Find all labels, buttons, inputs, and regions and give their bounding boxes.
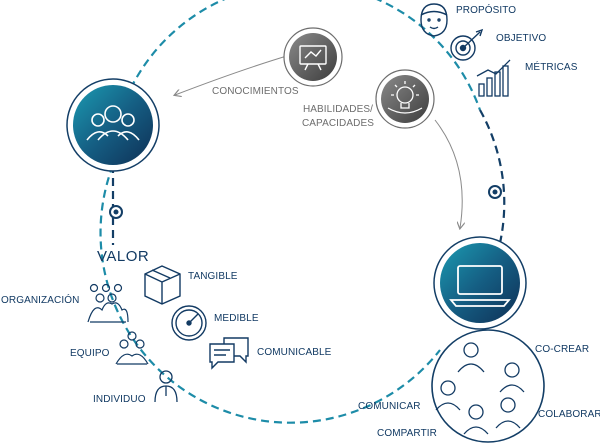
label-habilidades-line2: CAPACIDADES	[301, 118, 375, 129]
label-habilidades-line1: HABILIDADES/	[302, 104, 374, 115]
chat-icon	[209, 337, 249, 370]
ring-marker-left	[109, 205, 123, 219]
label-tangible: TANGIBLE	[188, 271, 238, 282]
label-comunicable: COMUNICABLE	[257, 347, 332, 358]
target-icon	[450, 28, 484, 61]
individual-icon	[154, 370, 178, 403]
gauge-icon	[171, 305, 207, 341]
label-co-crear: CO-CREAR	[535, 344, 590, 355]
person-icon-bottom-right	[495, 397, 521, 429]
label-objetivo: OBJETIVO	[496, 33, 547, 44]
person-icon-top-right	[499, 362, 525, 393]
laptop-node	[433, 236, 527, 330]
label-conocimientos: CONOCIMIENTOS	[212, 86, 299, 97]
knowledge-node	[283, 27, 343, 87]
label-medible: MEDIBLE	[214, 313, 259, 324]
people-group-node	[66, 78, 160, 172]
team-icon	[115, 331, 149, 365]
cycle-ring	[99, 0, 506, 424]
label-individuo: INDIVIDUO	[93, 394, 146, 405]
whiteboard-icon	[299, 45, 327, 71]
label-proposito: PROPÓSITO	[456, 5, 517, 16]
label-habilidades: HABILIDADES/ CAPACIDADES	[298, 104, 378, 129]
label-valor: VALOR	[97, 248, 150, 265]
person-icon-top-left	[457, 342, 485, 373]
label-compartir: COMPARTIR	[377, 428, 437, 439]
arrow-to-valor	[175, 54, 291, 95]
skills-node	[375, 69, 435, 129]
person-icon-mid-left	[435, 380, 461, 411]
laptop-icon	[449, 265, 511, 307]
people-group-icon	[86, 105, 140, 141]
label-comunicar: COMUNICAR	[358, 401, 421, 412]
organization-icon	[87, 283, 129, 323]
chart-icon	[476, 59, 511, 97]
person-icon-bottom-left	[463, 404, 489, 435]
label-organizacion: ORGANIZACIÓN	[1, 295, 80, 306]
ring-marker-right	[488, 185, 502, 199]
label-equipo: EQUIPO	[70, 348, 110, 359]
label-metricas: MÉTRICAS	[525, 62, 578, 73]
label-colaborar: COLABORAR	[538, 409, 600, 420]
box-icon	[144, 265, 181, 305]
lightbulb-gear-icon	[387, 81, 423, 114]
arrow-to-laptop	[434, 119, 462, 228]
person-face-icon	[420, 3, 448, 37]
collaboration-node	[431, 329, 545, 443]
